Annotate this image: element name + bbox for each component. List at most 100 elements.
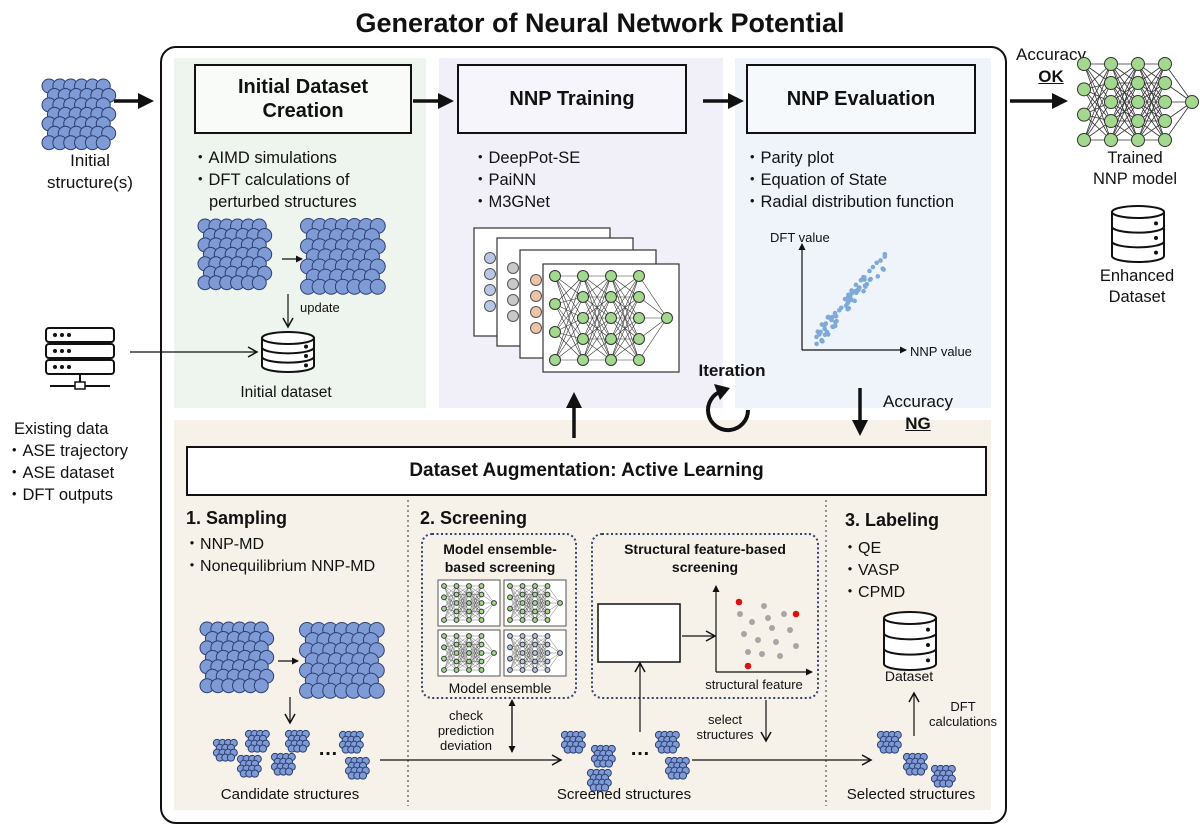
nnp-training-box: NNP Training	[457, 64, 687, 134]
initial-dataset-box-line1: Initial Dataset	[237, 76, 369, 98]
ok-label: OK	[1038, 67, 1064, 86]
atom-cluster-icon	[560, 730, 586, 754]
list-item: ・Equation of State	[744, 171, 888, 189]
list-item: ・DFT outputs	[6, 486, 113, 504]
neural-network-icon	[441, 583, 497, 623]
list-item: ・NNP-MD	[184, 536, 265, 553]
list-item: ・M3GNet	[472, 193, 550, 211]
atom-cluster-icon	[236, 754, 262, 778]
ng-label: NG	[905, 414, 931, 433]
nnp-value-label: NNP value	[910, 344, 972, 359]
model-ensemble-caption: Model ensemble	[448, 680, 552, 696]
augmentation-box: Dataset Augmentation: Active Learning	[186, 446, 987, 496]
atom-cluster-icon	[284, 729, 310, 753]
atom-cluster-icon	[902, 752, 928, 776]
initial-dataset-box: Initial Dataset Creation	[194, 64, 412, 134]
list-item: ・CPMD	[842, 584, 906, 601]
nnp-training-box-label: NNP Training	[509, 88, 635, 110]
initial-dataset-list: ・AIMD simulations ・DFT calculations of p…	[192, 147, 357, 213]
atom-cluster-icon	[586, 768, 612, 792]
sampling-title: 1. Sampling	[186, 508, 288, 528]
main-frame	[160, 46, 1007, 824]
ellipsis-screened: …	[630, 738, 650, 760]
diagram-title: Generator of Neural Network Potential	[355, 8, 845, 38]
ensemble-screening-frame	[421, 533, 577, 699]
atom-cluster-icon	[41, 78, 117, 151]
existing-data-list: Existing data ・ASE trajectory ・ASE datas…	[6, 418, 128, 506]
database-icon	[883, 611, 937, 671]
list-item: ・Nonequilibrium NNP-MD	[184, 558, 376, 575]
existing-data-title: Existing data	[14, 420, 109, 438]
atom-cluster-icon	[876, 730, 902, 754]
parity-plot	[798, 243, 907, 354]
labeling-title: 3. Labeling	[845, 510, 940, 530]
atom-cluster-icon	[654, 730, 680, 754]
atom-cluster-icon	[664, 756, 690, 780]
screening-title: 2. Screening	[420, 508, 528, 528]
nnp-evaluation-box: NNP Evaluation	[746, 64, 976, 134]
nnp-evaluation-list: ・Parity plot ・Equation of State ・Radial …	[744, 147, 954, 213]
server-icon	[45, 327, 115, 390]
initial-dataset-label: Initial dataset	[240, 384, 332, 401]
dft-value-label: DFT value	[770, 230, 830, 245]
neural-network-icon	[507, 633, 563, 673]
iteration-label: Iteration	[698, 361, 766, 380]
list-item: ・DeepPot-SE	[472, 149, 581, 167]
database-icon	[1111, 205, 1165, 263]
list-item: perturbed structures	[209, 193, 357, 211]
atom-cluster-icon	[244, 729, 270, 753]
list-item: ・PaiNN	[472, 171, 537, 189]
list-item: ・ASE dataset	[6, 464, 115, 482]
atom-cluster-icon	[338, 730, 364, 754]
atom-cluster-icon	[590, 744, 616, 768]
extract-features-box	[597, 603, 681, 663]
neural-network-icon	[507, 583, 563, 623]
atom-cluster-icon	[299, 622, 385, 699]
update-label: update	[300, 300, 340, 315]
labeling-list: ・QE ・VASP ・CPMD	[842, 538, 905, 604]
selected-structures-label: Selected structures	[846, 786, 976, 803]
atom-cluster-icon	[199, 621, 275, 694]
augmentation-box-label: Dataset Augmentation: Active Learning	[409, 459, 764, 481]
neural-network-icon	[1077, 57, 1199, 147]
feature-plot	[712, 585, 813, 676]
list-item: ・Radial distribution function	[744, 193, 955, 211]
labeling-dataset-label: Dataset	[884, 668, 934, 684]
nnp-training-list: ・DeepPot-SE ・PaiNN ・M3GNet	[472, 147, 580, 213]
list-item: ・VASP	[842, 562, 900, 579]
neural-network-icon	[441, 633, 497, 673]
database-icon	[261, 331, 315, 373]
list-item: ・ASE trajectory	[6, 442, 128, 460]
sampling-list: ・NNP-MD ・Nonequilibrium NNP-MD	[184, 534, 375, 578]
refresh-icon	[706, 384, 751, 433]
atom-cluster-icon	[344, 756, 370, 780]
initial-dataset-box-line2: Creation	[262, 100, 344, 122]
atom-cluster-icon	[930, 764, 956, 788]
screened-structures-label: Screened structures	[556, 786, 692, 803]
list-item: ・DFT calculations of	[192, 171, 350, 189]
nnp-evaluation-box-label: NNP Evaluation	[786, 88, 936, 110]
atom-cluster-icon	[270, 752, 296, 776]
list-item: ・AIMD simulations	[192, 149, 337, 167]
candidate-structures-label: Candidate structures	[220, 786, 360, 803]
atom-cluster-icon	[300, 218, 386, 295]
atom-cluster-icon	[212, 738, 238, 762]
neural-network-icon	[549, 270, 673, 366]
list-item: ・Parity plot	[744, 149, 834, 167]
ellipsis-candidates: …	[318, 738, 338, 760]
feature-screening-frame	[591, 533, 819, 699]
atom-cluster-icon	[197, 218, 273, 291]
structural-feature-axis-label: structural feature	[705, 677, 803, 692]
list-item: ・QE	[842, 540, 882, 557]
